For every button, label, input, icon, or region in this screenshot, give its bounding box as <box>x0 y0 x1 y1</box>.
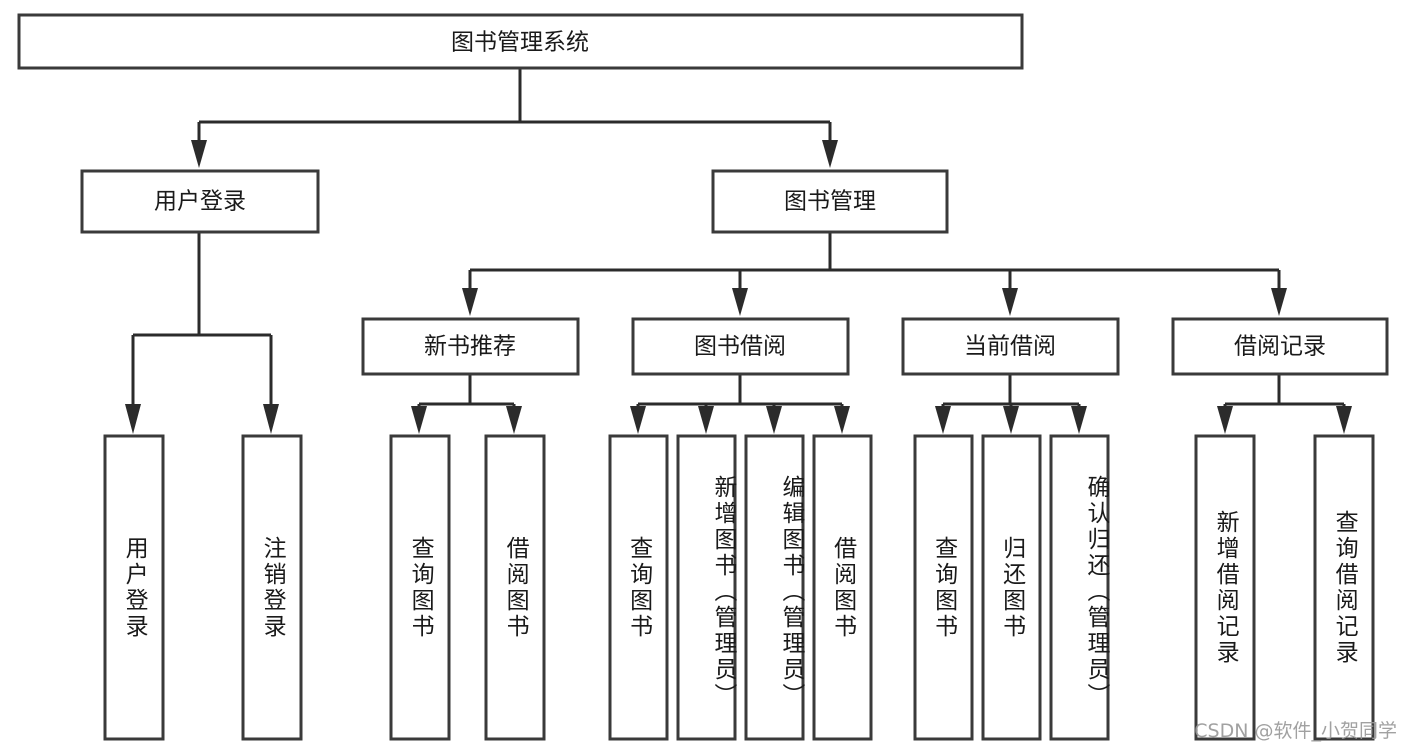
node-user-login-box[interactable] <box>80 169 320 234</box>
leaf-box-borrow-record-1[interactable] <box>1194 434 1256 741</box>
arrow-head-icon <box>822 140 838 168</box>
arrow-head-icon <box>1271 288 1287 316</box>
leaf-box-current-borrow-3[interactable] <box>1049 434 1110 741</box>
arrow-head-icon <box>411 406 427 434</box>
leaf-box-current-borrow-1[interactable] <box>913 434 974 741</box>
arrow-head-icon <box>191 140 207 168</box>
arrow-head-icon <box>506 406 522 434</box>
arrow-head-icon <box>1003 406 1019 434</box>
connector-group-currentborrow <box>935 374 1087 434</box>
connector-group-newbook <box>411 374 522 434</box>
node-current-borrow[interactable]: 当前借阅 <box>901 317 1120 376</box>
leaf-box-book-borrow-3[interactable] <box>744 434 805 741</box>
leaf-box-new-book-2[interactable] <box>484 434 546 741</box>
node-borrow-record[interactable]: 借阅记录 <box>1171 317 1389 376</box>
arrow-head-icon <box>1336 406 1352 434</box>
arrow-head-icon <box>1217 406 1233 434</box>
node-new-book-recommend-label: 新书推荐 <box>424 334 516 360</box>
leaf-box-book-borrow-1[interactable] <box>608 434 669 741</box>
leaf-box-book-borrow-2[interactable] <box>676 434 737 741</box>
leaf-box-borrow-record-2[interactable] <box>1313 434 1375 741</box>
arrow-head-icon <box>1002 288 1018 316</box>
arrow-head-icon <box>125 404 141 434</box>
arrow-head-icon <box>263 404 279 434</box>
arrow-head-icon <box>630 406 646 434</box>
node-book-borrow[interactable]: 图书借阅 <box>631 317 850 376</box>
leaf-box-book-borrow-4[interactable] <box>812 434 873 741</box>
node-user-login[interactable]: 用户登录 <box>80 169 320 234</box>
node-root-label: 图书管理系统 <box>451 30 589 56</box>
watermark-text: CSDN @软件_小贺同学 <box>1194 720 1397 742</box>
node-book-borrow-label: 图书借阅 <box>694 334 786 360</box>
node-root-box[interactable] <box>17 13 1024 70</box>
connector-group-borrowrecord <box>1217 374 1352 434</box>
leaf-box-user-login-1[interactable] <box>103 434 165 741</box>
node-book-management[interactable]: 图书管理 <box>711 169 949 234</box>
arrow-head-icon <box>732 288 748 316</box>
arrow-head-icon <box>462 288 478 316</box>
arrow-head-icon <box>834 406 850 434</box>
leaf-box-new-book-1[interactable] <box>389 434 451 741</box>
node-new-book-recommend[interactable]: 新书推荐 <box>361 317 580 376</box>
arrow-head-icon <box>935 406 951 434</box>
leaf-box-user-login-2[interactable] <box>241 434 303 741</box>
connector-group-userlogin <box>125 232 279 434</box>
node-current-borrow-box[interactable] <box>901 317 1120 376</box>
node-book-management-label: 图书管理 <box>784 189 876 215</box>
arrow-head-icon <box>698 406 714 434</box>
node-new-book-recommend-box[interactable] <box>361 317 580 376</box>
node-user-login-label: 用户登录 <box>154 189 246 215</box>
arrow-head-icon <box>766 406 782 434</box>
node-current-borrow-label: 当前借阅 <box>964 334 1056 360</box>
node-root[interactable]: 图书管理系统 <box>17 13 1024 70</box>
connector-group-bookmgmt <box>462 232 1287 316</box>
node-book-management-box[interactable] <box>711 169 949 234</box>
arrow-head-icon <box>1071 406 1087 434</box>
node-book-borrow-box[interactable] <box>631 317 850 376</box>
leaf-box-current-borrow-2[interactable] <box>981 434 1042 741</box>
node-borrow-record-box[interactable] <box>1171 317 1389 376</box>
connector-group-bookborrow <box>630 374 850 434</box>
node-borrow-record-label: 借阅记录 <box>1234 334 1326 360</box>
connector-group-root <box>191 68 838 168</box>
